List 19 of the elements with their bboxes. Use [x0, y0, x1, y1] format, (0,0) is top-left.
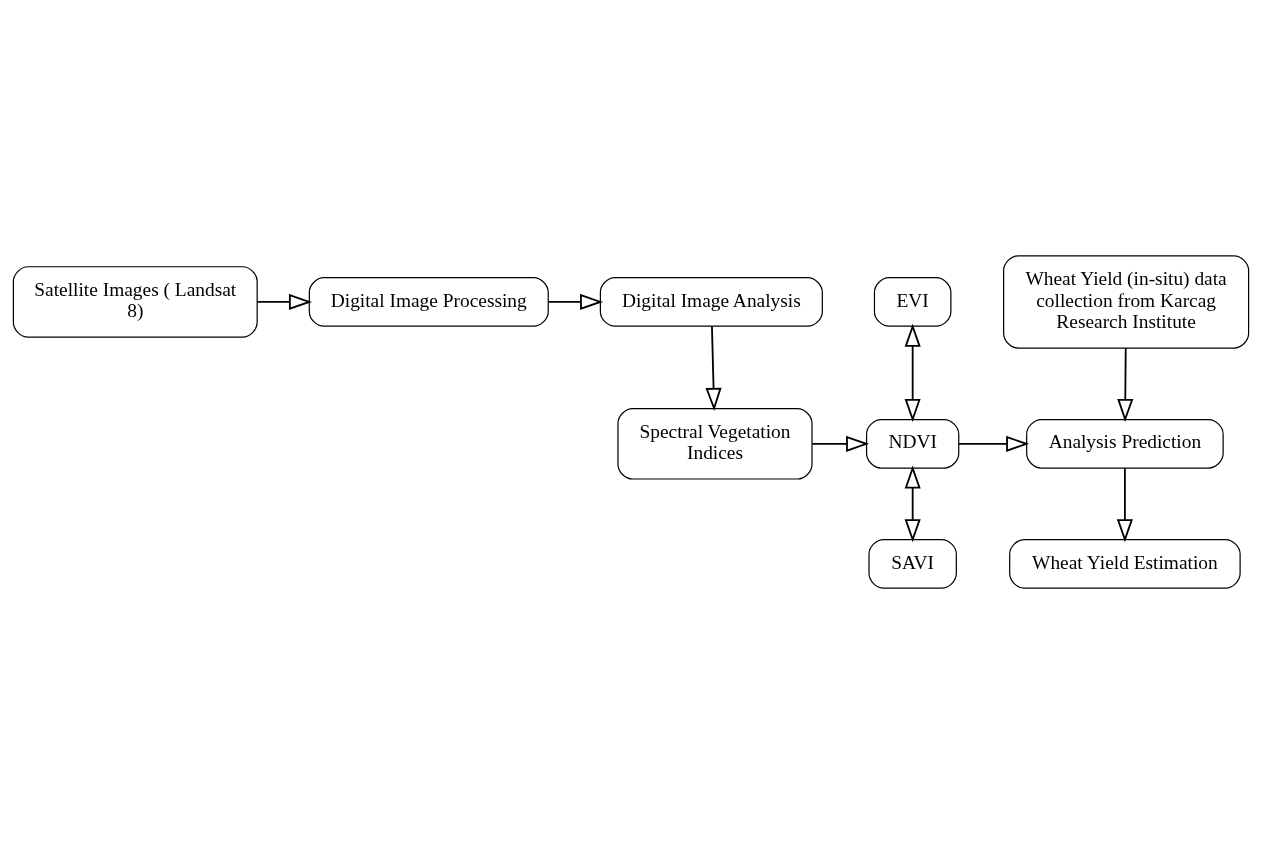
node-box: Spectral Vegetation Indices: [617, 407, 813, 480]
node-box: EVI: [873, 276, 952, 327]
node-box: Satellite Images ( Landsat 8): [12, 265, 258, 338]
arrow: [811, 435, 870, 452]
arrow: [1117, 346, 1134, 422]
node-box: NDVI: [865, 418, 960, 469]
arrow: [705, 325, 722, 411]
arrow: [547, 293, 604, 310]
arrow: [1116, 466, 1133, 542]
node-box: Wheat Yield (in-situ) data collection from Karcag Research Institute: [1003, 254, 1250, 349]
node-box: Wheat Yield Estimation: [1009, 538, 1241, 589]
node-box: Digital Image Processing: [308, 276, 549, 327]
node-box: SAVI: [868, 538, 957, 589]
arrow: [256, 293, 313, 310]
arrow: [904, 323, 921, 422]
arrow: [958, 435, 1030, 452]
node-box: Digital Image Analysis: [599, 276, 823, 327]
node-box: Analysis Prediction: [1026, 418, 1224, 469]
arrow: [904, 465, 921, 542]
